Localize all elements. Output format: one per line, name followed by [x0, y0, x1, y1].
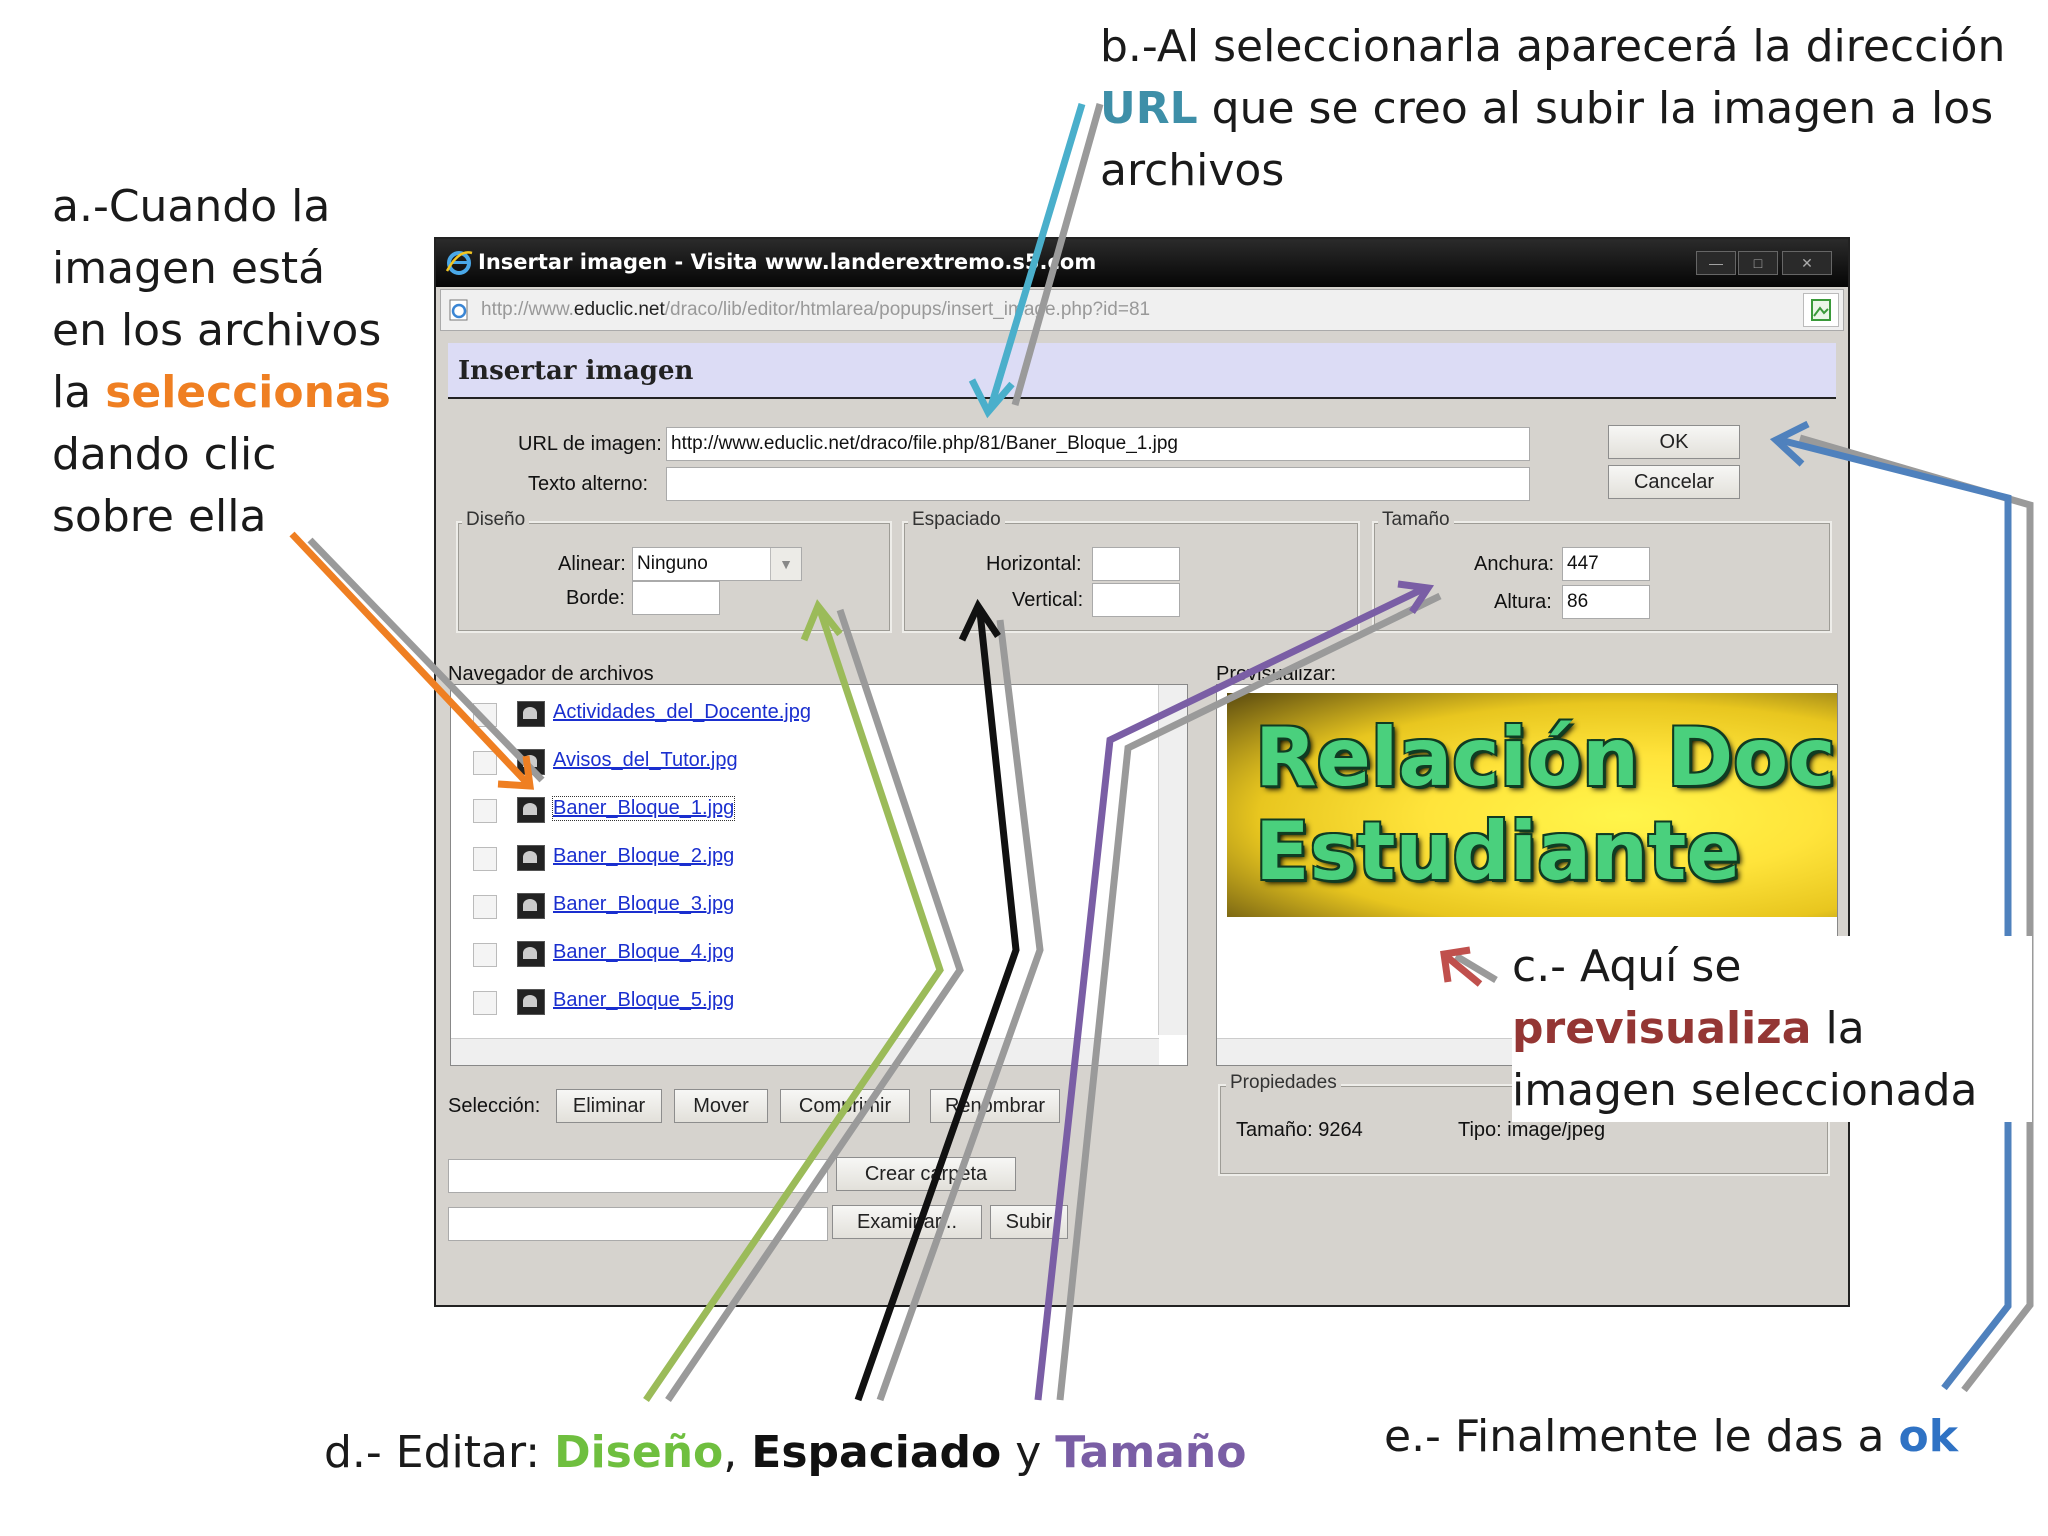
- annotation-c: c.- Aquí se previsualiza la imagen selec…: [1512, 936, 2032, 1122]
- image-file-icon: [517, 701, 545, 727]
- image-file-icon: [517, 941, 545, 967]
- dialog-header: Insertar imagen: [448, 343, 1836, 399]
- border-label: Borde:: [566, 587, 625, 609]
- list-item[interactable]: Actividades_del_Docente.jpg: [451, 695, 1141, 735]
- image-file-icon: [517, 797, 545, 823]
- create-folder-button[interactable]: Crear carpeta: [836, 1157, 1016, 1191]
- window-titlebar[interactable]: Insertar imagen - Visita www.landerextre…: [436, 239, 1848, 287]
- vertical-label: Vertical:: [1012, 589, 1084, 611]
- list-item[interactable]: Baner_Bloque_4.jpg: [451, 935, 1141, 975]
- image-file-icon: [517, 989, 545, 1015]
- url-input[interactable]: http://www.educlic.net/draco/file.php/81…: [666, 427, 1530, 461]
- page-icon: [449, 299, 468, 321]
- file-size-text: Tamaño: 9264: [1236, 1119, 1363, 1141]
- image-icon[interactable]: [1803, 293, 1839, 327]
- file-checkbox[interactable]: [473, 799, 497, 823]
- image-file-icon: [517, 893, 545, 919]
- minimize-icon[interactable]: —: [1696, 251, 1736, 275]
- align-label: Alinear:: [558, 553, 626, 575]
- file-link-selected[interactable]: Baner_Bloque_1.jpg: [551, 796, 736, 821]
- width-input[interactable]: 447: [1562, 547, 1650, 581]
- horizontal-input[interactable]: [1092, 547, 1180, 581]
- browse-button[interactable]: Examinar...: [832, 1205, 982, 1239]
- alt-text-label: Texto alterno:: [528, 473, 649, 495]
- preview-image: Relación Docen Estudiante: [1227, 693, 1837, 917]
- file-checkbox[interactable]: [473, 703, 497, 727]
- maximize-icon[interactable]: □: [1738, 251, 1778, 275]
- address-url: http://www.educlic.net/draco/lib/editor/…: [481, 299, 1151, 320]
- file-link[interactable]: Avisos_del_Tutor.jpg: [553, 749, 738, 771]
- file-browser-list[interactable]: Actividades_del_Docente.jpg Avisos_del_T…: [450, 684, 1188, 1066]
- compress-button[interactable]: Comprimir: [780, 1089, 910, 1123]
- new-folder-input[interactable]: [448, 1159, 828, 1193]
- file-checkbox[interactable]: [473, 847, 497, 871]
- window-title: Insertar imagen - Visita www.landerextre…: [478, 250, 1097, 274]
- height-input[interactable]: 86: [1562, 585, 1650, 619]
- selection-label: Selección:: [448, 1095, 541, 1117]
- size-legend: Tamaño: [1378, 509, 1454, 531]
- file-link[interactable]: Baner_Bloque_5.jpg: [553, 989, 735, 1011]
- properties-legend: Propiedades: [1226, 1072, 1341, 1094]
- list-item[interactable]: Avisos_del_Tutor.jpg: [451, 743, 1141, 783]
- file-checkbox[interactable]: [473, 895, 497, 919]
- design-legend: Diseño: [462, 509, 530, 531]
- cancel-button[interactable]: Cancelar: [1608, 465, 1740, 499]
- file-browser-label: Navegador de archivos: [448, 663, 654, 685]
- vertical-input[interactable]: [1092, 583, 1180, 617]
- file-checkbox[interactable]: [473, 991, 497, 1015]
- move-button[interactable]: Mover: [674, 1089, 768, 1123]
- list-item[interactable]: Baner_Bloque_5.jpg: [451, 983, 1141, 1023]
- file-checkbox[interactable]: [473, 943, 497, 967]
- banner-text-line2: Estudiante: [1255, 805, 1741, 898]
- chevron-down-icon[interactable]: ▼: [770, 548, 801, 580]
- preview-label: Previsualizar:: [1216, 663, 1337, 685]
- delete-button[interactable]: Eliminar: [556, 1089, 662, 1123]
- list-item[interactable]: Baner_Bloque_2.jpg: [451, 839, 1141, 879]
- spacing-legend: Espaciado: [908, 509, 1005, 531]
- annotation-e: e.- Finalmente le das a ok: [1384, 1411, 1958, 1462]
- file-link[interactable]: Baner_Bloque_3.jpg: [553, 893, 735, 915]
- border-input[interactable]: [632, 581, 720, 615]
- dialog-heading: Insertar imagen: [458, 356, 694, 386]
- annotation-b: b.-Al seleccionarla aparecerá la direcci…: [1100, 21, 2006, 196]
- vertical-scrollbar[interactable]: [1158, 685, 1187, 1035]
- file-link[interactable]: Actividades_del_Docente.jpg: [553, 701, 811, 723]
- file-link[interactable]: Baner_Bloque_4.jpg: [553, 941, 735, 963]
- upload-button[interactable]: Subir: [990, 1205, 1068, 1239]
- annotation-d: d.- Editar: Diseño, Espaciado y Tamaño: [324, 1427, 1247, 1478]
- file-link[interactable]: Baner_Bloque_2.jpg: [553, 845, 735, 867]
- rename-button[interactable]: Renombrar: [930, 1089, 1060, 1123]
- list-item[interactable]: Baner_Bloque_1.jpg: [451, 791, 1141, 831]
- list-item[interactable]: Baner_Bloque_3.jpg: [451, 887, 1141, 927]
- height-label: Altura:: [1494, 591, 1552, 613]
- horizontal-label: Horizontal:: [986, 553, 1082, 575]
- upload-file-input[interactable]: [448, 1207, 828, 1241]
- file-type-text: Tipo: image/jpeg: [1458, 1119, 1606, 1141]
- width-label: Anchura:: [1474, 553, 1555, 575]
- alt-text-input[interactable]: [666, 467, 1530, 501]
- url-label: URL de imagen:: [518, 433, 662, 455]
- ok-button[interactable]: OK: [1608, 425, 1740, 459]
- internet-explorer-icon: [445, 251, 473, 275]
- insert-image-window: Insertar imagen - Visita www.landerextre…: [434, 237, 1850, 1307]
- annotation-a: a.-Cuando la imagen está en los archivos…: [52, 181, 391, 542]
- banner-text-line1: Relación Docen: [1255, 711, 1837, 804]
- close-icon[interactable]: ✕: [1782, 251, 1832, 275]
- image-file-icon: [517, 845, 545, 871]
- address-bar[interactable]: http://www.educlic.net/draco/lib/editor/…: [440, 289, 1844, 331]
- image-file-icon: [517, 749, 545, 775]
- horizontal-scrollbar[interactable]: [451, 1038, 1159, 1065]
- file-checkbox[interactable]: [473, 751, 497, 775]
